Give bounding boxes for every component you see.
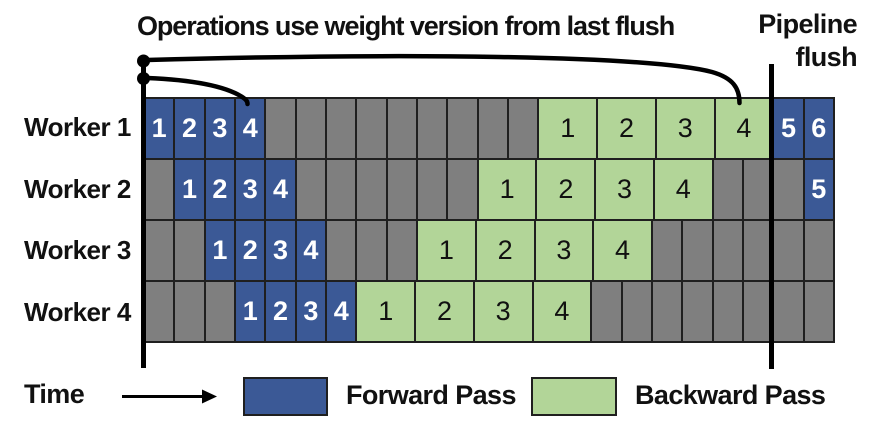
idle-pass-cell <box>327 160 358 219</box>
backward-pass-cell-3: 3 <box>474 282 534 341</box>
forward-pass-cell-4: 4 <box>236 99 267 158</box>
idle-pass-cell <box>357 160 388 219</box>
idle-pass-cell <box>592 282 623 341</box>
backward-pass-swatch <box>531 377 617 416</box>
idle-pass-cell <box>387 99 419 158</box>
weight-version-arrow-to-backward-4 <box>144 53 742 106</box>
idle-pass-cell <box>652 282 684 341</box>
idle-pass-cell <box>622 282 653 341</box>
pipeline-flush-label: Pipeline flush <box>745 8 857 74</box>
forward-pass-cell-4: 4 <box>296 221 328 280</box>
idle-pass-cell <box>296 160 328 219</box>
idle-pass-cell <box>713 282 744 341</box>
idle-pass-cell <box>804 282 833 341</box>
backward-pass-cell-1: 1 <box>418 221 477 280</box>
backward-pass-label: Backward Pass <box>635 380 826 410</box>
time-axis-label: Time <box>24 379 85 409</box>
forward-pass-cell-5: 5 <box>804 160 833 219</box>
idle-pass-cell <box>743 160 775 219</box>
figure-title: Operations use weight version from last … <box>137 11 675 41</box>
idle-pass-cell <box>175 221 206 280</box>
backward-pass-cell-4: 4 <box>654 160 714 219</box>
idle-pass-cell <box>387 160 419 219</box>
idle-pass-cell <box>743 282 775 341</box>
idle-pass-cell <box>327 221 358 280</box>
backward-pass-cell-3: 3 <box>535 221 595 280</box>
idle-pass-cell <box>145 221 176 280</box>
pipeline-flush-label-line1: Pipeline <box>758 9 857 39</box>
pipeline-flush-label-line2: flush <box>795 41 858 72</box>
idle-pass-cell <box>509 99 540 158</box>
backward-pass-cell-2: 2 <box>416 282 475 341</box>
backward-pass-cell-2: 2 <box>598 99 657 158</box>
forward-pass-cell-3: 3 <box>205 99 237 158</box>
idle-pass-cell <box>175 282 206 341</box>
idle-pass-cell <box>145 160 176 219</box>
backward-pass-cell-1: 1 <box>357 282 417 341</box>
idle-pass-cell <box>296 99 328 158</box>
idle-pass-cell <box>804 221 833 280</box>
idle-pass-cell <box>327 99 358 158</box>
idle-pass-cell <box>448 160 479 219</box>
worker-label-1: Worker 1 <box>24 112 131 143</box>
idle-pass-cell <box>418 99 449 158</box>
idle-pass-cell <box>743 221 775 280</box>
forward-pass-label: Forward Pass <box>346 380 516 410</box>
forward-pass-cell-1: 1 <box>175 160 206 219</box>
idle-pass-cell <box>683 221 714 280</box>
idle-pass-cell <box>774 160 805 219</box>
idle-pass-cell <box>478 99 510 158</box>
idle-pass-cell <box>774 282 805 341</box>
backward-pass-cell-4: 4 <box>715 99 775 158</box>
forward-pass-cell-6: 6 <box>804 99 833 158</box>
idle-pass-cell <box>266 99 297 158</box>
idle-pass-cell <box>713 221 744 280</box>
idle-pass-cell <box>357 221 388 280</box>
backward-pass-cell-3: 3 <box>656 99 716 158</box>
forward-pass-cell-4: 4 <box>327 282 358 341</box>
idle-pass-cell <box>683 282 714 341</box>
backward-pass-cell-2: 2 <box>476 221 536 280</box>
idle-pass-cell <box>774 221 805 280</box>
idle-pass-cell <box>145 282 176 341</box>
forward-pass-cell-4: 4 <box>266 160 297 219</box>
forward-pass-cell-3: 3 <box>296 282 328 341</box>
idle-pass-cell <box>205 282 237 341</box>
idle-pass-cell <box>713 160 744 219</box>
backward-pass-cell-1: 1 <box>539 99 599 158</box>
worker-label-4: Worker 4 <box>24 296 131 327</box>
forward-pass-cell-2: 2 <box>266 282 297 341</box>
forward-pass-cell-3: 3 <box>266 221 297 280</box>
idle-pass-cell <box>448 99 479 158</box>
annotation-dot-upper <box>137 54 150 68</box>
time-arrowhead-icon <box>202 389 217 404</box>
forward-pass-cell-2: 2 <box>205 160 237 219</box>
backward-pass-cell-4: 4 <box>594 221 653 280</box>
backward-pass-cell-4: 4 <box>533 282 593 341</box>
idle-pass-cell <box>357 99 388 158</box>
forward-pass-cell-1: 1 <box>145 99 176 158</box>
idle-pass-cell <box>418 160 449 219</box>
forward-pass-swatch <box>243 377 328 416</box>
idle-pass-cell <box>387 221 419 280</box>
forward-pass-cell-2: 2 <box>236 221 267 280</box>
forward-pass-cell-1: 1 <box>236 282 267 341</box>
forward-pass-cell-2: 2 <box>175 99 206 158</box>
idle-pass-cell <box>652 221 684 280</box>
forward-pass-cell-5: 5 <box>774 99 805 158</box>
backward-pass-cell-3: 3 <box>596 160 655 219</box>
annotation-dot-lower <box>137 72 150 85</box>
backward-pass-cell-2: 2 <box>537 160 597 219</box>
forward-pass-cell-1: 1 <box>205 221 237 280</box>
worker-label-2: Worker 2 <box>24 173 131 204</box>
backward-pass-cell-1: 1 <box>478 160 538 219</box>
forward-pass-cell-3: 3 <box>236 160 267 219</box>
worker-label-3: Worker 3 <box>24 235 131 266</box>
worker-labels-column: Worker 1 Worker 2 Worker 3 Worker 4 <box>24 97 131 343</box>
